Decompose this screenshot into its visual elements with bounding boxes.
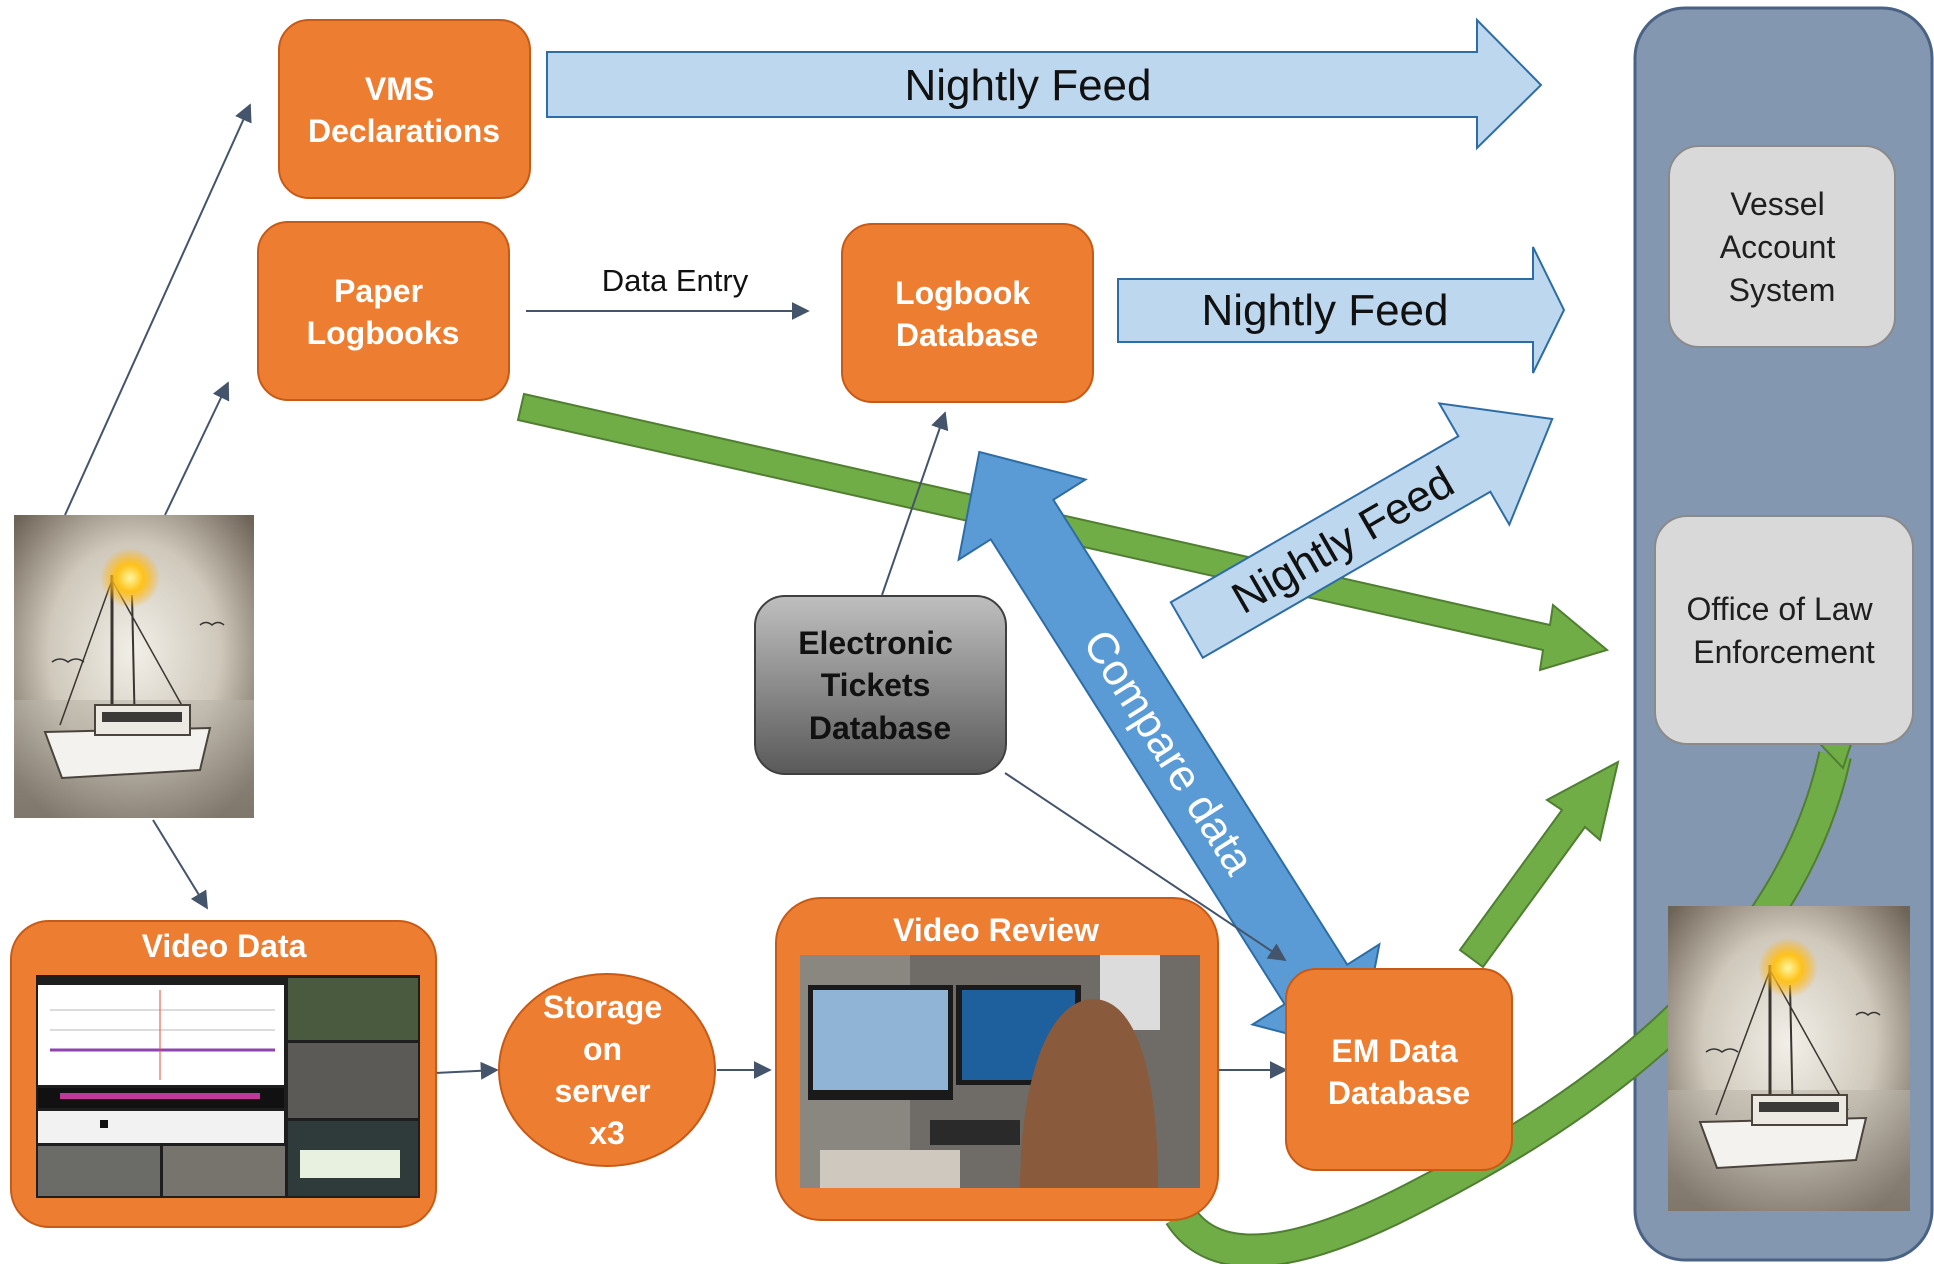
- vessel-account-line-2: Account: [1720, 229, 1836, 265]
- data-entry-label: Data Entry: [602, 263, 749, 298]
- connector-vessel-to-vms: [64, 103, 252, 516]
- video-review-title: Video Review: [893, 912, 1099, 948]
- video-data-box: Video Data: [10, 920, 437, 1228]
- logbook-db-line-2: Database: [896, 317, 1038, 353]
- svg-text:Vessel Account Sys: Vessel Account System: [1720, 186, 1845, 308]
- vms-declarations-box: VMS Declarations: [278, 19, 531, 199]
- ole-line-1: Office of Law: [1686, 591, 1873, 627]
- vessel-account-line-1: Vessel: [1730, 186, 1824, 222]
- em-software-screenshot: [36, 975, 420, 1198]
- compare-data-label: Compare data: [1073, 621, 1264, 883]
- connector-video-to-storage: [434, 1061, 499, 1080]
- svg-text:Office of Law Enforcemen: Office of Law Enforcement: [1686, 591, 1881, 670]
- svg-text:Storage on server: Storage on server x3: [543, 989, 671, 1151]
- paper-logbooks-line-1: Paper: [334, 273, 423, 309]
- nightly-feed-label-1: Nightly Feed: [904, 61, 1151, 110]
- logbook-db-line-1: Logbook: [895, 275, 1030, 311]
- em-db-line-2: Database: [1328, 1075, 1470, 1111]
- storage-line-1: Storage: [543, 989, 662, 1025]
- svg-text:VMS Declarations: VMS Declarations: [308, 71, 500, 149]
- connector-etickets-to-logbook: [881, 411, 949, 596]
- nightly-feed-arrow-1: Nightly Feed: [546, 17, 1543, 151]
- video-reviewer-photo: [800, 955, 1200, 1188]
- ole-line-2: Enforcement: [1693, 634, 1875, 670]
- storage-line-2: on: [583, 1031, 622, 1067]
- em-db-line-1: EM Data: [1331, 1033, 1457, 1069]
- etickets-line-3: Database: [809, 710, 951, 746]
- svg-text:Paper Logbooks: Paper Logbooks: [307, 273, 460, 351]
- logbook-database-box: Logbook Database: [841, 223, 1094, 403]
- office-of-law-enforcement-box: Office of Law Enforcement: [1654, 515, 1914, 745]
- svg-text:EM Data Database: EM Data Database: [1328, 1033, 1470, 1111]
- storage-line-3: server: [555, 1073, 651, 1109]
- nightly-feed-arrow-2: Nightly Feed: [1117, 246, 1566, 374]
- connector-etickets-to-em: [1004, 772, 1287, 961]
- video-data-title: Video Data: [142, 928, 307, 964]
- green-arrow-em-to-ole: [1458, 760, 1620, 969]
- vessel-photo-panel: [1668, 906, 1910, 1211]
- em-data-database-box: EM Data Database: [1285, 968, 1513, 1171]
- vessel-account-system-box: Vessel Account System: [1668, 145, 1896, 348]
- vms-line-2: Declarations: [308, 113, 500, 149]
- vessel-account-line-3: System: [1729, 272, 1836, 308]
- vessel-photo-left: [14, 515, 254, 818]
- vms-line-1: VMS: [365, 71, 434, 107]
- paper-logbooks-box: Paper Logbooks: [257, 221, 510, 401]
- svg-text:Logbook Database: Logbook Database: [895, 275, 1039, 353]
- svg-text:Electronic Tickets: Electronic Tickets Database: [798, 625, 962, 746]
- etickets-line-1: Electronic: [798, 625, 953, 661]
- etickets-line-2: Tickets: [821, 667, 931, 703]
- connector-vessel-to-video: [152, 819, 208, 910]
- nightly-feed-label-2: Nightly Feed: [1201, 286, 1448, 335]
- electronic-tickets-box: Electronic Tickets Database: [754, 595, 1007, 775]
- connectors: [64, 103, 1288, 1080]
- connector-vessel-to-logbooks: [164, 381, 230, 516]
- paper-logbooks-line-2: Logbooks: [307, 315, 460, 351]
- storage-line-4: x3: [589, 1115, 625, 1151]
- storage-server-circle: Storage on server x3: [498, 973, 716, 1167]
- video-review-box: Video Review: [775, 897, 1219, 1221]
